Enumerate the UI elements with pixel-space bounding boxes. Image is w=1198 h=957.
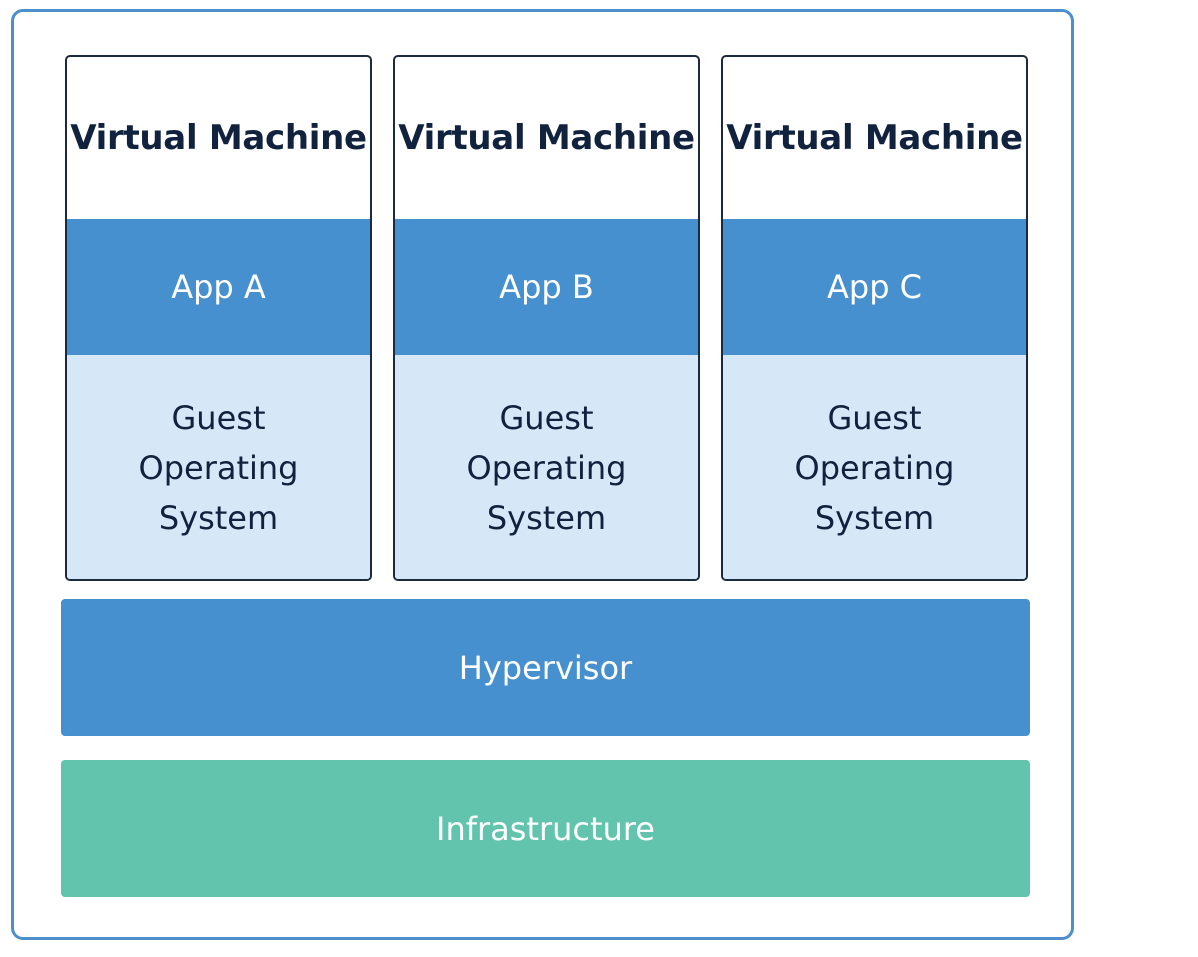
virtual-machine-b: Virtual Machine App B Guest Operating Sy… xyxy=(393,55,700,581)
vm-title: Virtual Machine xyxy=(398,118,695,158)
infrastructure-layer: Infrastructure xyxy=(61,760,1030,897)
vm-title: Virtual Machine xyxy=(70,118,367,158)
guest-os-block: Guest Operating System xyxy=(395,355,698,579)
virtual-machine-c: Virtual Machine App C Guest Operating Sy… xyxy=(721,55,1028,581)
hypervisor-layer: Hypervisor xyxy=(61,599,1030,736)
app-a-block: App A xyxy=(67,219,370,355)
vm-title: Virtual Machine xyxy=(726,118,1023,158)
app-c-block: App C xyxy=(723,219,1026,355)
virtual-machine-a: Virtual Machine App A Guest Operating Sy… xyxy=(65,55,372,581)
guest-os-block: Guest Operating System xyxy=(723,355,1026,579)
app-b-block: App B xyxy=(395,219,698,355)
guest-os-block: Guest Operating System xyxy=(67,355,370,579)
